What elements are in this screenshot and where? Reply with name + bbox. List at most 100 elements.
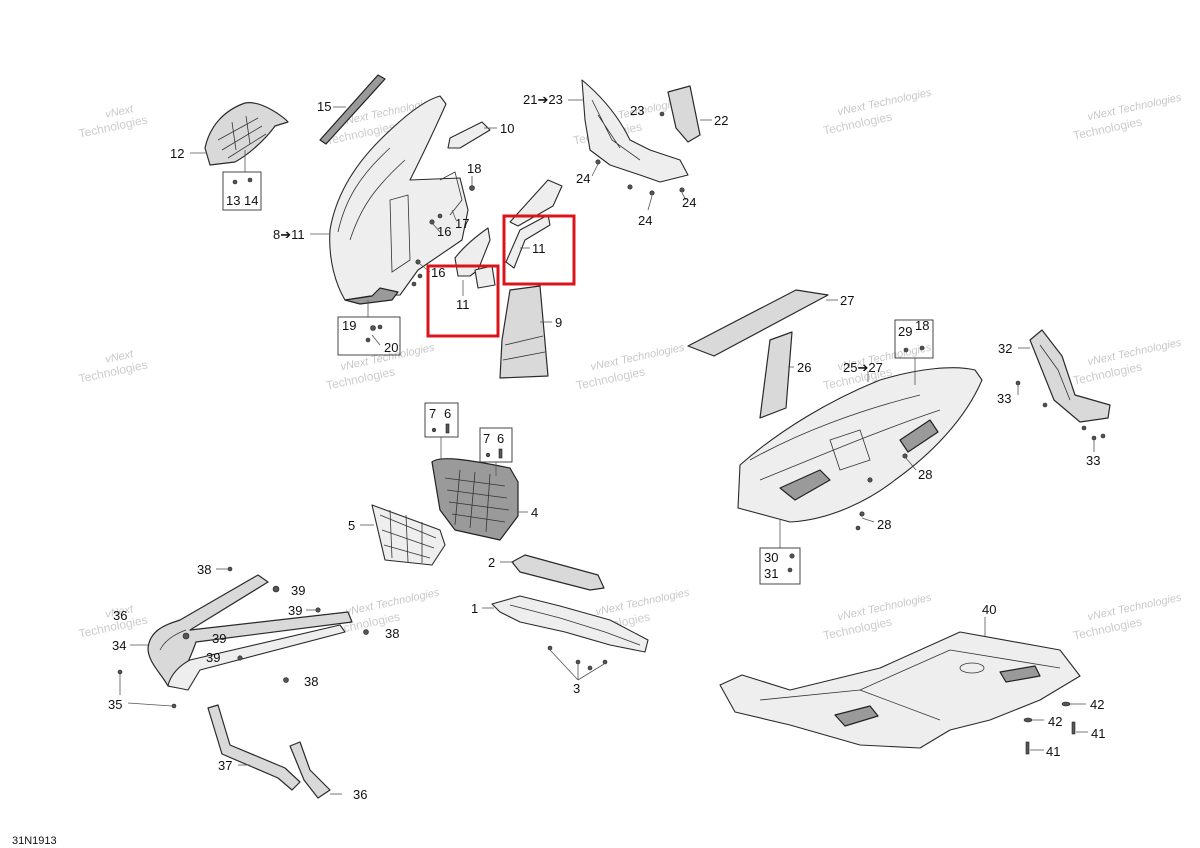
part-1-bracket: 1 3: [471, 595, 649, 696]
callout-16a: 16: [437, 224, 451, 239]
callout-38b: 38: [385, 626, 399, 641]
highlight-box-11-left: [426, 264, 500, 338]
part-32-bracket: 32 33 33: [997, 329, 1111, 468]
callout-16b: 16: [431, 265, 445, 280]
watermark-14: vNext Technologies Technologies: [822, 592, 933, 643]
callout-9: 9: [555, 315, 562, 330]
part-34-bumper: 34 38 39 39 38 39 39 38 35 36: [108, 562, 399, 712]
callout-42a: 42: [1090, 697, 1104, 712]
part-11-upper-panel: 11: [502, 179, 576, 286]
part-40-skid-plate: 40 42 42 41 41: [719, 602, 1105, 759]
callout-18b: 18: [915, 318, 929, 333]
callout-11a: 11: [456, 297, 470, 312]
part-11-lower-panel: 11: [426, 227, 500, 338]
callout-36a: 36: [113, 608, 127, 623]
part-15-trim-strip: 15: [317, 74, 386, 145]
callout-20: 20: [384, 340, 398, 355]
fastener-box-7-6-a: [424, 402, 459, 438]
fastener-box-19-20: [337, 316, 401, 356]
part-37-bracket: 37 36: [207, 704, 367, 802]
watermark-1: vNext Technologies: [77, 103, 148, 141]
callout-19: 19: [342, 318, 356, 333]
callout-39a: 39: [291, 583, 305, 598]
callout-6a: 6: [444, 406, 451, 421]
callout-39d: 39: [206, 650, 220, 665]
callout-10: 10: [500, 121, 514, 136]
callout-34: 34: [112, 638, 126, 653]
watermark-5: vNext Technologies Technologies: [1072, 92, 1183, 143]
callout-17: 17: [455, 216, 469, 231]
callout-27: 27: [840, 293, 854, 308]
callout-36b: 36: [353, 787, 367, 802]
part-22-23-clip: 22 23: [630, 85, 728, 143]
svg-text:vNext: vNext: [104, 348, 135, 366]
callout-7b: 7: [483, 431, 490, 446]
callout-24a: 24: [576, 171, 590, 186]
callout-33a: 33: [997, 391, 1011, 406]
callout-8-to-11: 8➔11: [273, 227, 305, 242]
callout-14: 14: [244, 193, 258, 208]
callout-42b: 42: [1048, 714, 1062, 729]
callout-18a: 18: [467, 161, 481, 176]
part-27-strip: 27: [687, 289, 854, 357]
fastener-box-13-14: [222, 171, 262, 211]
callout-32: 32: [998, 341, 1012, 356]
callout-35: 35: [108, 697, 122, 712]
part-12-side-vent: 12 13 14: [170, 102, 289, 211]
watermark-10: vNext Technologies Technologies: [1072, 337, 1183, 388]
figure-code: 31N1913: [12, 835, 57, 847]
watermark-11: vNext Technologies: [77, 603, 148, 641]
callout-37: 37: [218, 758, 232, 773]
callout-21-to-23: 21➔23: [523, 92, 563, 107]
callout-38c: 38: [304, 674, 318, 689]
callout-31: 31: [764, 566, 778, 581]
part-4-grille: 4 7 6 7 6: [424, 402, 538, 541]
callout-28b: 28: [877, 517, 891, 532]
callout-41a: 41: [1091, 726, 1105, 741]
highlight-box-11-right: [502, 214, 576, 286]
part-9-side-trim: 9: [499, 285, 562, 379]
watermark-15: vNext Technologies Technologies: [1072, 592, 1183, 643]
callout-28a: 28: [918, 467, 932, 482]
callout-2: 2: [488, 555, 495, 570]
watermark-7: vNext Technologies Technologies: [325, 342, 436, 393]
part-25-side-panel: 25➔27 28 28 29 18 30 31: [737, 318, 983, 585]
callout-26: 26: [797, 360, 811, 375]
callout-41b: 41: [1046, 744, 1060, 759]
part-26-panel: 26: [759, 331, 811, 419]
callout-25-to-27: 25➔27: [843, 360, 883, 375]
callout-30: 30: [764, 550, 778, 565]
fastener-box-30-31: [759, 547, 801, 585]
part-21-bracket: 21➔23 24 24 24: [523, 79, 696, 228]
fasteners-16-17-18: 18 16 17 16: [411, 161, 481, 287]
callout-22: 22: [714, 113, 728, 128]
callout-39c: 39: [212, 631, 226, 646]
watermark-4: vNext Technologies Technologies: [822, 87, 933, 138]
part-10-insert: 10: [447, 121, 514, 149]
callout-5: 5: [348, 518, 355, 533]
callout-39b: 39: [288, 603, 302, 618]
callout-38a: 38: [197, 562, 211, 577]
callout-6b: 6: [497, 431, 504, 446]
callout-13: 13: [226, 193, 240, 208]
callout-24b: 24: [638, 213, 652, 228]
callout-40: 40: [982, 602, 996, 617]
callout-24c: 24: [682, 195, 696, 210]
svg-text:vNext: vNext: [104, 603, 135, 621]
watermark-6: vNext Technologies: [77, 348, 148, 386]
callout-1: 1: [471, 601, 478, 616]
callout-7a: 7: [429, 406, 436, 421]
part-8-side-panel: 8➔11 19 20: [273, 95, 469, 356]
callout-23: 23: [630, 103, 644, 118]
watermark-8: vNext Technologies Technologies: [575, 342, 686, 393]
part-5-grille-frame: 5: [348, 504, 446, 566]
callout-15: 15: [317, 99, 331, 114]
part-2-cover: 2: [488, 554, 605, 591]
callout-3: 3: [573, 681, 580, 696]
svg-text:vNext: vNext: [104, 103, 135, 121]
callout-12: 12: [170, 146, 184, 161]
callout-33b: 33: [1086, 453, 1100, 468]
callout-29: 29: [898, 324, 912, 339]
callout-4: 4: [531, 505, 538, 520]
